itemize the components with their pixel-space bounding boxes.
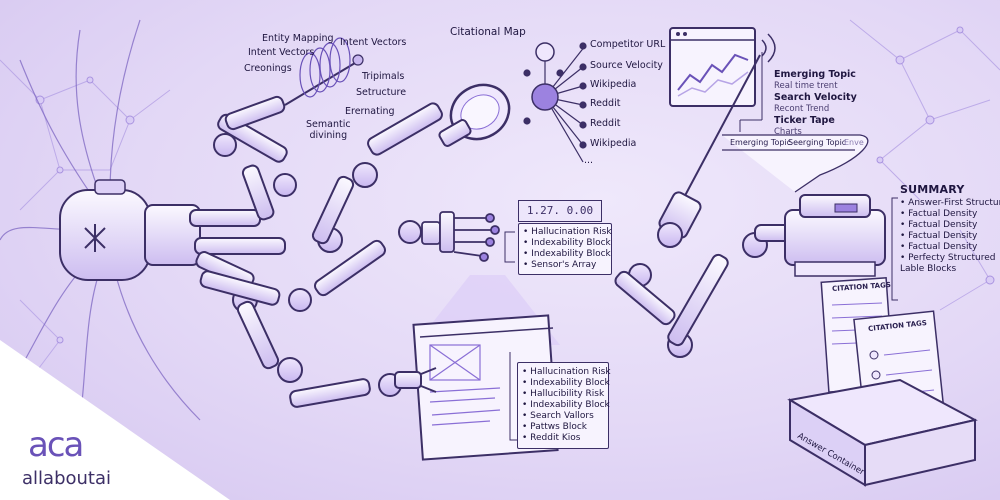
page-metric: Pattws Block bbox=[522, 422, 604, 433]
hub-logo-icon bbox=[84, 224, 106, 252]
page-metrics-panel: Hallucination Risk Indexability Block Ha… bbox=[517, 362, 611, 449]
trend-subtitle: Charts bbox=[774, 127, 802, 137]
arm-pageviewer bbox=[195, 251, 402, 408]
brand-corner bbox=[0, 340, 230, 500]
summary-list: Answer-First Structure Factual Density F… bbox=[900, 198, 1000, 275]
semantic-label: Erernating bbox=[345, 106, 395, 117]
citational-network bbox=[523, 42, 587, 163]
summary-item: Perfecty Structured Lable Blocks bbox=[900, 253, 998, 275]
summary-item: Factual Density bbox=[900, 231, 998, 242]
brand-name: allaboutai bbox=[22, 468, 111, 489]
citational-node: Wikipedia bbox=[590, 79, 637, 90]
citational-node: Competitor URL bbox=[590, 39, 666, 50]
page-metric: Search Vallors bbox=[522, 411, 604, 422]
risk-item: Indexability Block bbox=[523, 249, 611, 260]
semantic-label: Entity Mapping bbox=[262, 33, 334, 44]
brand-logo: aca bbox=[28, 425, 84, 465]
summary-item: Answer-First Structure bbox=[900, 198, 1000, 209]
risk-panel: Hallucination Risk Indexability Block In… bbox=[518, 223, 612, 275]
tape-item: Enve bbox=[844, 138, 864, 147]
signal-icon bbox=[761, 33, 776, 63]
arm-sensor bbox=[199, 220, 422, 312]
spiral-emitter-icon bbox=[299, 37, 364, 98]
page-metric: Hallucination Risk bbox=[522, 367, 610, 378]
summary-item: Factual Density bbox=[900, 209, 998, 220]
trend-title: Ticker Tape bbox=[774, 115, 835, 126]
semantic-label: Semantic divining bbox=[306, 119, 351, 141]
summary-title: SUMMARY bbox=[900, 183, 965, 196]
semantic-label: Setructure bbox=[356, 87, 407, 98]
printer-device bbox=[784, 194, 886, 277]
arm-semantic bbox=[189, 59, 361, 227]
citational-node: Wikipedia bbox=[590, 138, 637, 149]
tape-item: Seerging Topic bbox=[788, 138, 847, 147]
risk-item: Sensor's Array bbox=[523, 260, 607, 271]
semantic-label: Tripimals bbox=[362, 71, 405, 82]
tape-item: Emerging Topic bbox=[730, 138, 792, 147]
semantic-label: Intent Vectors bbox=[248, 47, 315, 58]
risk-item: Hallucination Risk bbox=[523, 227, 611, 238]
risk-item: Indexability Block bbox=[523, 238, 611, 249]
citational-node: Reddit bbox=[590, 98, 621, 109]
digital-readout: 1.27. 0.00 bbox=[518, 200, 602, 222]
arm-printer bbox=[614, 224, 796, 358]
summary-item: Factual Density bbox=[900, 220, 998, 231]
page-metric: Indexability Block bbox=[522, 400, 610, 411]
arm-magnifier bbox=[194, 102, 443, 255]
ticker-tape bbox=[722, 134, 869, 193]
gripper-icon bbox=[394, 367, 437, 393]
trend-screen bbox=[669, 27, 776, 107]
citational-node: Source Velocity bbox=[590, 60, 663, 71]
trend-subtitle: Recont Trend bbox=[774, 104, 830, 114]
page-metric: Hallucibility Risk bbox=[522, 389, 604, 400]
trend-subtitle: Real time trent bbox=[774, 81, 838, 91]
sensor-array-icon bbox=[421, 211, 500, 262]
page-metric: Indexability Block bbox=[522, 378, 610, 389]
central-hub bbox=[59, 179, 201, 281]
citational-node: ... bbox=[584, 155, 594, 166]
citational-map-title: Citational Map bbox=[450, 26, 526, 38]
semantic-label: Creonings bbox=[244, 63, 292, 74]
semantic-label: Intent Vectors bbox=[340, 37, 407, 48]
citational-node: Reddit bbox=[590, 118, 621, 129]
magnifier-icon bbox=[438, 83, 511, 147]
telescopic-antenna bbox=[657, 54, 761, 248]
page-metric: Reddit Kios bbox=[522, 433, 604, 444]
trend-title: Search Velocity bbox=[774, 92, 857, 103]
answer-container-tray bbox=[787, 378, 978, 487]
trend-title: Emerging Topic bbox=[774, 69, 856, 80]
summary-item: Factual Density bbox=[900, 242, 998, 253]
